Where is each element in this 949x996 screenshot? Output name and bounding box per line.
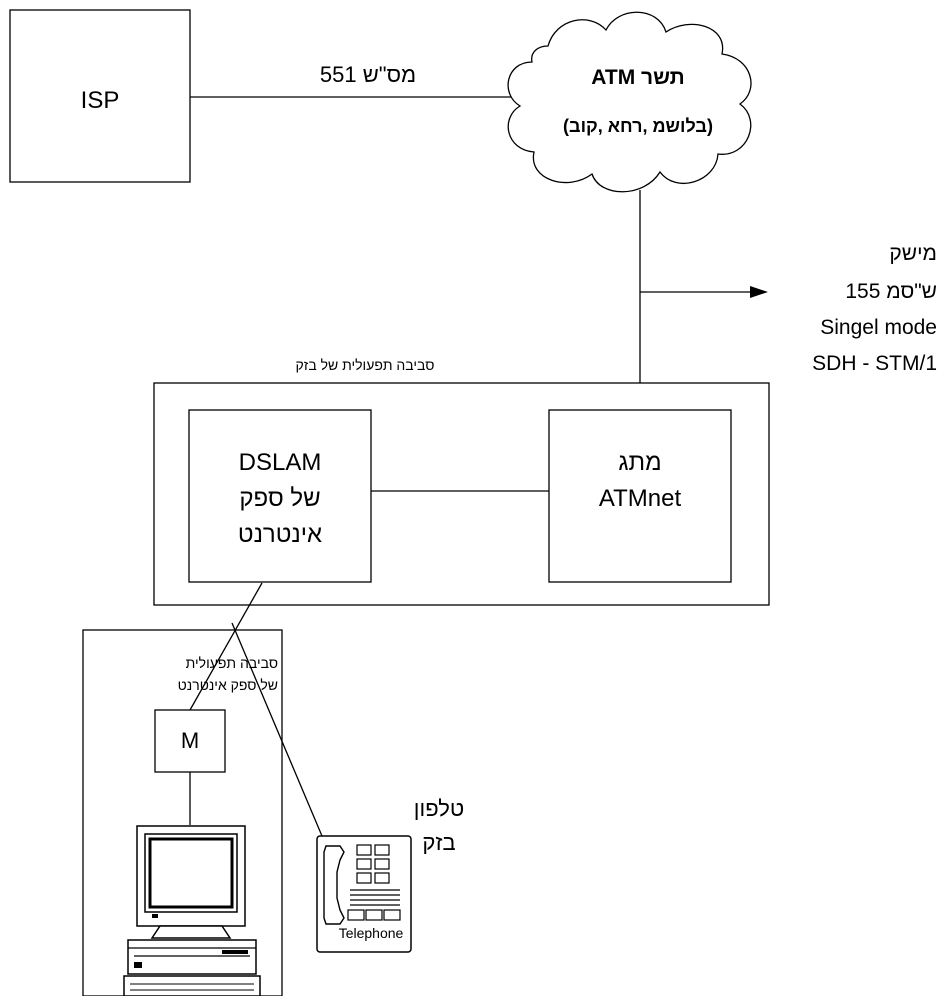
atm-cloud-title: תשר ATM — [591, 66, 684, 89]
bezeq-phone-line-1: טלפון — [414, 796, 464, 821]
interface-note-line-1: מישק — [889, 242, 937, 265]
isp-env-line-2: של ספק אינטרנט — [178, 677, 278, 693]
telephone-device-label: Telephone — [339, 925, 404, 941]
dslam-phone-link — [231, 622, 323, 837]
dslam-line-3: אינטרנט — [238, 521, 322, 548]
telephone-icon — [316, 835, 412, 953]
dslam-line-2: של ספק — [239, 485, 320, 512]
atm-switch-line-2: ATMnet — [599, 485, 682, 512]
dslam-modem-link — [189, 582, 263, 711]
isp-link-label: מס"ש 551 — [320, 62, 416, 87]
cloud-icon — [507, 11, 752, 193]
bezeq-phone-line-2: בזק — [422, 830, 455, 855]
modem-box — [154, 709, 226, 773]
modem-label: M — [181, 728, 199, 753]
interface-note-line-3: Singel mode — [820, 316, 937, 339]
atm-switch-box — [548, 409, 732, 583]
atm-cloud-subtitle: (בלושמ ,רחא ,קוב) — [563, 116, 713, 136]
isp-label: ISP — [81, 87, 120, 114]
dslam-box — [188, 409, 372, 583]
bezeq-env-label: סביבה תפעולית של בזק — [296, 357, 435, 373]
atm-switch-line-1: מתג — [618, 449, 661, 476]
interface-note-line-4: SDH - STM/1 — [812, 352, 937, 375]
interface-note-line-2: 155 ש"סמ — [845, 280, 937, 303]
isp-env-line-1: סביבה תפעולית — [186, 655, 278, 671]
dslam-line-1: DSLAM — [239, 449, 322, 476]
arrow-right-icon — [750, 286, 768, 298]
isp-box — [9, 9, 191, 183]
computer-icon — [123, 825, 261, 996]
